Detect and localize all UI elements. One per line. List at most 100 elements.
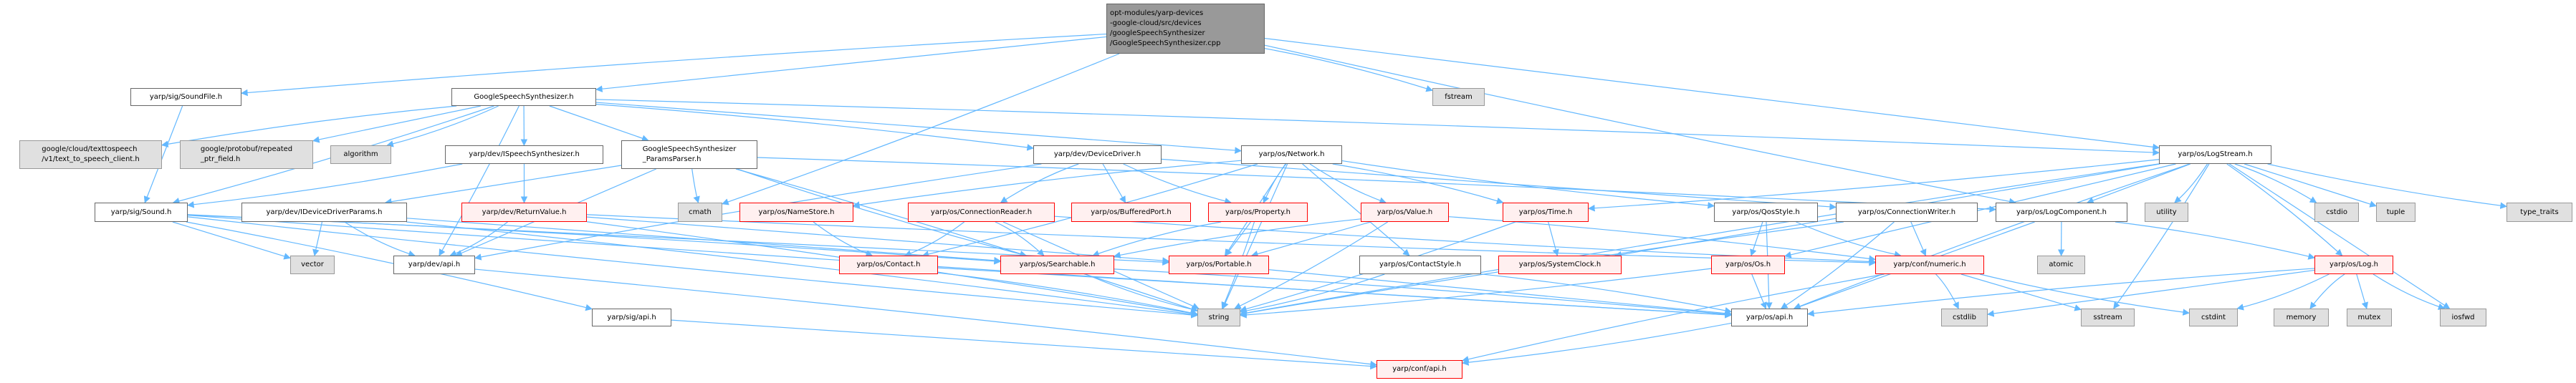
edge-params-to-cmath (691, 168, 700, 203)
edge-sound-to-string (187, 216, 1198, 319)
edge-logstream-to-log (2226, 163, 2343, 256)
node-sigapi[interactable]: yarp/sig/api.h (592, 309, 671, 326)
edge-network-to-property (1263, 163, 1287, 203)
node-bufferedport[interactable]: yarp/os/BufferedPort.h (1071, 203, 1191, 222)
node-cstdint[interactable]: cstdint (2189, 309, 2238, 326)
node-osapi[interactable]: yarp/os/api.h (1731, 309, 1808, 326)
node-vector[interactable]: vector (290, 256, 335, 274)
node-gssh[interactable]: GoogleSpeechSynthesizer.h (451, 88, 596, 106)
edge-contactstyle-to-osapi (1480, 273, 1732, 314)
node-cstdlib[interactable]: cstdlib (1941, 309, 1988, 326)
node-main[interactable]: opt-modules/yarp-devices -google-cloud/s… (1106, 4, 1265, 54)
edge-sound-to-sigapi (186, 221, 593, 311)
node-devicedriver[interactable]: yarp/dev/DeviceDriver.h (1033, 145, 1162, 164)
node-cmath[interactable]: cmath (678, 203, 722, 222)
node-connreader[interactable]: yarp/os/ConnectionReader.h (908, 203, 1055, 222)
edge-network-to-value (1309, 163, 1387, 204)
edge-returnvalue-to-portable (586, 216, 1169, 264)
node-mutex[interactable]: mutex (2347, 309, 2392, 326)
node-protobuf[interactable]: google/protobuf/repeated _ptr_field.h (180, 140, 313, 169)
edge-iddparams-to-vector (312, 221, 323, 256)
node-confapi[interactable]: yarp/conf/api.h (1376, 360, 1462, 379)
node-atomic[interactable]: atomic (2037, 256, 2085, 274)
node-logcomponent[interactable]: yarp/os/LogComponent.h (1996, 203, 2127, 222)
node-sound[interactable]: yarp/sig/Sound.h (95, 203, 188, 222)
node-numeric[interactable]: yarp/conf/numeric.h (1875, 256, 1984, 274)
edge-network-to-string (1222, 163, 1288, 309)
node-fstream[interactable]: fstream (1432, 88, 1485, 106)
edge-time-to-systemclock (1548, 221, 1559, 256)
edge-logstream-to-typetraits (2267, 163, 2507, 209)
edge-log-to-osapi (1807, 268, 2315, 317)
node-soundfile[interactable]: yarp/sig/SoundFile.h (130, 88, 241, 106)
edge-gssh-to-logstream (595, 99, 2160, 156)
edge-soundfile-to-sound (143, 105, 183, 203)
edge-gssh-to-protobuf (312, 105, 482, 143)
node-time[interactable]: yarp/os/Time.h (1503, 203, 1589, 222)
node-memory[interactable]: memory (2274, 309, 2329, 326)
node-iddparams[interactable]: yarp/dev/IDeviceDriverParams.h (241, 203, 407, 222)
node-gcloud[interactable]: google/cloud/texttospeech /v1/text_to_sp… (19, 140, 162, 169)
node-os[interactable]: yarp/os/Os.h (1711, 256, 1785, 274)
edge-main-to-fstream (1264, 48, 1433, 92)
edge-os-to-osapi (1751, 273, 1767, 309)
edge-params-to-logcomponent (757, 157, 1996, 213)
node-devapi[interactable]: yarp/dev/api.h (393, 256, 475, 274)
node-searchable[interactable]: yarp/os/Searchable.h (1000, 256, 1114, 274)
edge-value-to-searchable (1114, 218, 1361, 258)
edge-params-to-searchable (737, 168, 1028, 258)
edge-iddparams-to-string (406, 221, 1198, 318)
edge-main-to-gssh (595, 36, 1107, 92)
edge-devicedriver-to-connreader (1000, 163, 1079, 203)
node-logstream[interactable]: yarp/os/LogStream.h (2159, 145, 2271, 164)
edge-logstream-to-os (1784, 163, 2176, 258)
node-iosfwd[interactable]: iosfwd (2440, 309, 2486, 326)
edge-property-to-searchable (1092, 221, 1222, 257)
edge-connwriter-to-numeric (1910, 221, 1927, 256)
node-tuple[interactable]: tuple (2376, 203, 2415, 222)
node-algorithm[interactable]: algorithm (330, 145, 391, 164)
node-sstream[interactable]: sstream (2081, 309, 2135, 326)
node-network[interactable]: yarp/os/Network.h (1241, 145, 1342, 164)
node-namestore[interactable]: yarp/os/NameStore.h (739, 203, 853, 222)
node-property[interactable]: yarp/os/Property.h (1208, 203, 1308, 222)
node-utility[interactable]: utility (2145, 203, 2188, 222)
node-returnvalue[interactable]: yarp/dev/ReturnValue.h (461, 203, 587, 222)
edge-property-to-portable (1225, 221, 1251, 256)
node-string[interactable]: string (1197, 309, 1240, 326)
edge-log-to-cstdlib (1987, 269, 2315, 317)
node-cstdio[interactable]: cstdio (2314, 203, 2359, 222)
edge-osapi-to-confapi (1462, 322, 1732, 366)
node-contactstyle[interactable]: yarp/os/ContactStyle.h (1359, 256, 1481, 274)
node-typetraits[interactable]: type_traits (2506, 203, 2572, 222)
edge-devapi-to-confapi (474, 268, 1377, 368)
edge-ispeech-to-sound (187, 163, 463, 208)
edge-numeric-to-cstdlib (1935, 273, 1959, 309)
node-portable[interactable]: yarp/os/Portable.h (1169, 256, 1269, 274)
edge-sigapi-to-confapi (671, 319, 1377, 370)
edge-params-to-iddparams (384, 165, 622, 205)
edge-portable-to-osapi (1268, 269, 1732, 317)
node-ispeech[interactable]: yarp/dev/ISpeechSynthesizer.h (445, 145, 603, 164)
edge-iddparams-to-devapi (344, 221, 416, 257)
edge-gssh-to-params (549, 105, 649, 142)
edge-value-to-portable (1250, 221, 1371, 258)
edge-os-to-string (1240, 268, 1712, 319)
edge-numeric-to-confapi (1462, 273, 1885, 363)
edge-iddparams-to-searchable (406, 218, 1001, 264)
edge-logstream-to-utility (2174, 163, 2208, 203)
edge-value-to-string (1234, 221, 1388, 309)
edge-devicedriver-to-bufferedport (1102, 163, 1126, 203)
edge-logcomponent-to-log (2115, 221, 2315, 260)
node-systemclock[interactable]: yarp/os/SystemClock.h (1498, 256, 1622, 274)
edge-main-to-soundfile (241, 33, 1107, 97)
edge-numeric-to-cstdint (1979, 273, 2190, 316)
node-qosstyle[interactable]: yarp/os/QosStyle.h (1714, 203, 1818, 222)
edge-network-to-qosstyle (1341, 160, 1715, 209)
node-contact[interactable]: yarp/os/Contact.h (839, 256, 938, 274)
node-value[interactable]: yarp/os/Value.h (1361, 203, 1449, 222)
node-params[interactable]: GoogleSpeechSynthesizer _ParamsParser.h (621, 140, 757, 169)
node-log[interactable]: yarp/os/Log.h (2314, 256, 2393, 274)
node-connwriter[interactable]: yarp/os/ConnectionWriter.h (1836, 203, 1978, 222)
